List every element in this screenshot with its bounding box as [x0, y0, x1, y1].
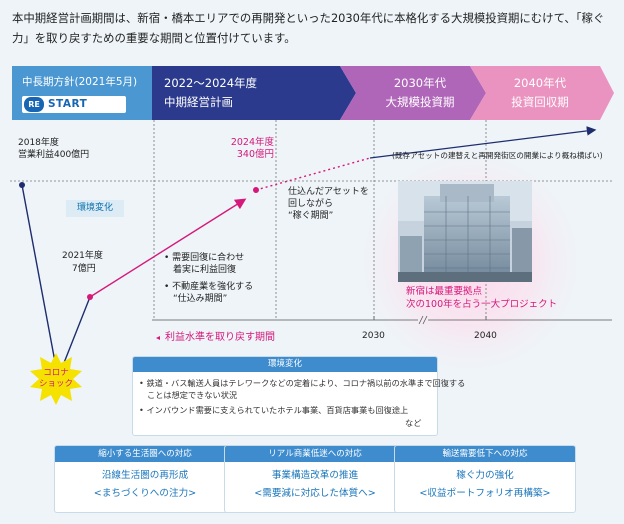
- corona-shock-burst: [30, 353, 82, 405]
- restart-logo-mark: RE: [24, 97, 44, 112]
- axis-break-2: [422, 315, 428, 325]
- shinjuku-building-image: [398, 181, 532, 282]
- future-note: (既存アセットの建替えと再開発街区の開業により概ね横ばい): [392, 151, 603, 160]
- label-2024-value: 340億円: [236, 149, 274, 160]
- year-2030-label: 2030: [362, 331, 385, 341]
- bullet-preparation: • 不動産業を強化する: [164, 282, 254, 292]
- corona-label-line-1: コロナ: [43, 368, 69, 378]
- phase-band-2: [152, 66, 356, 120]
- asset-note-line-3: “稼ぐ期間”: [288, 211, 334, 221]
- env-bullet-2-text: インバウンド需要に支えられていたホテル事業、百貨店事業も回復途上: [146, 405, 409, 415]
- profit-line-future: [369, 126, 597, 159]
- bullet-recovery-line-1: 需要回復に合わせ: [172, 253, 245, 263]
- point-2018: [19, 182, 25, 188]
- response-transport-title: 輸送需要低下への対応: [395, 446, 575, 462]
- phase-2-line-1: 2022〜2024年度: [164, 76, 258, 90]
- corona-label-line-2: ショック: [38, 379, 73, 389]
- env-change-box: 環境変化 • 鉄道・バス輸送人員はテレワークなどの定着により、コロナ禍以前の水準…: [132, 356, 465, 436]
- bullet-preparation-line-1: 不動産業を強化する: [172, 282, 254, 292]
- env-bullet-1-line-1: 鉄道・バス輸送人員はテレワークなどの定着により、コロナ禍以前の水準まで回復する: [146, 378, 466, 388]
- phase-1-title: 中長期方針(2021年5月): [22, 76, 138, 88]
- phase-3-line-2: 大規模投資期: [385, 95, 455, 109]
- profit-line-recovery: [89, 198, 247, 298]
- phase-2-line-2: 中期経営計画: [164, 95, 233, 109]
- env-bullet-1: • 鉄道・バス輸送人員はテレワークなどの定着により、コロナ禍以前の水準まで回復す…: [139, 378, 466, 388]
- response-living-title: 縮小する生活圏への対応: [55, 446, 235, 462]
- bullet-recovery-line-2: 着実に利益回復: [173, 265, 237, 275]
- env-box-title: 環境変化: [133, 357, 437, 372]
- point-2024: [253, 187, 259, 193]
- axis-break-1: [418, 315, 424, 325]
- asset-note-line-2: 回しながら: [288, 199, 334, 209]
- restart-logo-text: START: [48, 98, 88, 110]
- env-bullet-2-tail: など: [405, 418, 422, 428]
- env-change-tag: 環境変化: [66, 200, 124, 217]
- response-retail-line-1: 事業構造改革の推進: [271, 470, 359, 481]
- label-2021-value: 7億円: [72, 264, 96, 274]
- intro-line-2: 力」を取り戻すための重要な期間と位置付けています。: [12, 31, 296, 45]
- restart-logo: RE START: [22, 96, 126, 113]
- response-retail-title: リアル商業低迷への対応: [225, 446, 405, 462]
- bullet-recovery: • 需要回復に合わせ: [164, 253, 245, 263]
- env-bullet-2: • インバウンド需要に支えられていたホテル事業、百貨店事業も回復途上: [139, 405, 409, 415]
- asset-note-line-1: 仕込んだアセットを: [288, 187, 369, 197]
- phase-4-line-2: 投資回収期: [511, 95, 569, 109]
- phase-4-line-1: 2040年代: [513, 76, 567, 90]
- phase-band-3: [340, 66, 486, 120]
- response-transport-line-2: <収益ポートフォリオ再構築>: [419, 488, 551, 499]
- label-2024-year: 2024年度: [230, 137, 274, 148]
- response-box-living: 縮小する生活圏への対応 沿線生活圏の再形成 <まちづくりへの注力>: [54, 445, 236, 513]
- intro-line-1: 本中期経営計画期間は、新宿・橋本エリアでの再開発といった2030年代に本格化する…: [12, 11, 605, 25]
- point-2021: [87, 294, 93, 300]
- response-box-retail: リアル商業低迷への対応 事業構造改革の推進 <需要減に対応した体質へ>: [224, 445, 406, 513]
- shinjuku-note-line-1: 新宿は最重要拠点: [406, 286, 483, 297]
- response-transport-line-1: 稼ぐ力の強化: [456, 470, 514, 481]
- intro-text: 本中期経営計画期間は、新宿・橋本エリアでの再開発といった2030年代に本格化する…: [12, 8, 612, 48]
- phase-3-line-1: 2030年代: [393, 76, 447, 90]
- phase-band-4: [470, 66, 614, 120]
- label-2018-year: 2018年度: [18, 138, 59, 148]
- shinjuku-note-line-2: 次の100年を占う一大プロジェクト: [406, 299, 558, 310]
- year-2040-label: 2040: [474, 331, 497, 341]
- response-retail-line-2: <需要減に対応した体質へ>: [254, 488, 376, 499]
- bullet-preparation-line-2: “仕込み期間”: [173, 294, 228, 304]
- label-2018-value: 営業利益400億円: [18, 150, 90, 160]
- label-2021-year: 2021年度: [62, 251, 103, 261]
- response-box-transport: 輸送需要低下への対応 稼ぐ力の強化 <収益ポートフォリオ再構築>: [394, 445, 576, 513]
- env-bullet-1-line-2: ことは想定できない状況: [147, 390, 238, 400]
- restore-period-label: 利益水準を取り戻す期間: [160, 332, 280, 344]
- response-living-line-1: 沿線生活圏の再形成: [101, 470, 189, 481]
- response-living-line-2: <まちづくりへの注力>: [93, 488, 197, 499]
